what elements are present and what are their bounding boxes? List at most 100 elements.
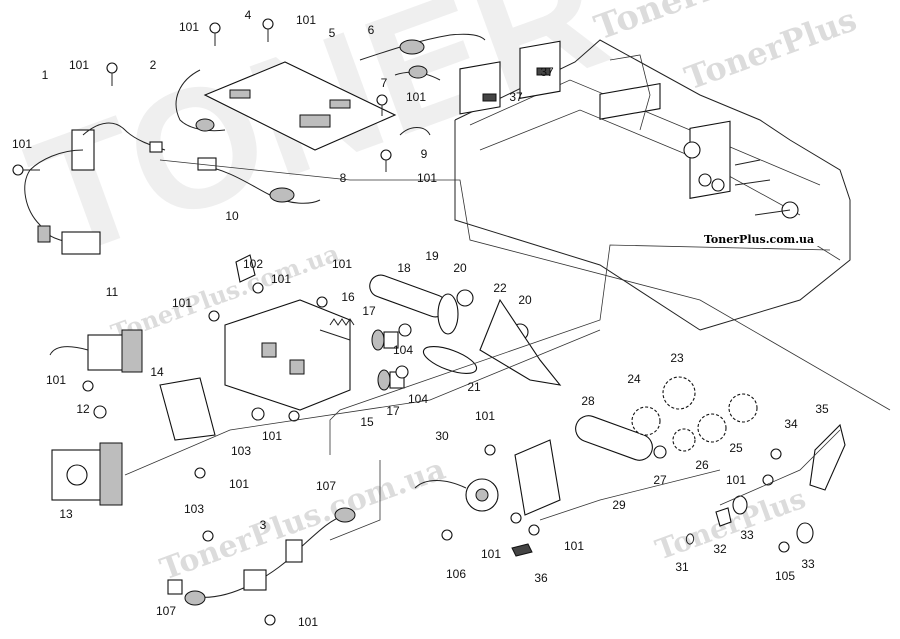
part-9-harness — [399, 127, 431, 136]
callout-c29: 17 — [362, 304, 376, 318]
callout-c1: 101 — [179, 20, 199, 34]
callout-c35: 14 — [150, 365, 164, 379]
callout-c2: 4 — [245, 8, 252, 22]
callout-c15: 8 — [340, 171, 347, 185]
part-12-screw — [93, 405, 107, 419]
part-10-ferrite — [269, 187, 295, 203]
callout-c27: 20 — [518, 293, 532, 307]
callout-c44: 101 — [262, 429, 282, 443]
callout-c6: 2 — [150, 58, 157, 72]
callout-c22: 20 — [453, 261, 467, 275]
screw-101-a — [252, 282, 264, 294]
callout-c34: 101 — [46, 373, 66, 387]
part-102-clip — [235, 254, 256, 283]
screw-101-e — [288, 410, 300, 422]
screw-101-k — [762, 474, 774, 486]
callout-c25: 16 — [341, 290, 355, 304]
callout-c10: 101 — [406, 90, 426, 104]
callout-c26: 22 — [493, 281, 507, 295]
part-104-washer-b — [395, 365, 409, 379]
screw-101-j — [528, 524, 540, 536]
part-29-bracket — [514, 439, 561, 516]
part-33-bushing-b — [796, 522, 814, 544]
callout-c48: 26 — [695, 458, 709, 472]
callout-c38: 28 — [581, 394, 595, 408]
part-8-pcb-board — [203, 61, 397, 151]
screw-101-c — [208, 310, 220, 322]
callout-c54: 13 — [59, 507, 73, 521]
screw-101-h — [484, 444, 496, 456]
watermark-word-right: TonerPlus — [680, 0, 862, 97]
callout-c58: 101 — [481, 547, 501, 561]
part-21-belt — [422, 346, 478, 374]
callout-c56: 33 — [740, 528, 754, 542]
callout-c16: 101 — [417, 171, 437, 185]
callout-c49: 27 — [653, 473, 667, 487]
callout-c64: 33 — [801, 557, 815, 571]
callout-c46: 103 — [231, 444, 251, 458]
callout-c36: 17 — [386, 404, 400, 418]
part-28-timing-belt — [575, 415, 653, 461]
screw-101-f — [194, 467, 206, 479]
callout-c21: 19 — [425, 249, 439, 263]
part-18-timing-belt — [369, 274, 447, 318]
screw-101-i — [510, 512, 522, 524]
callout-c47: 25 — [729, 441, 743, 455]
callout-c62: 106 — [446, 567, 466, 581]
part-15-frame-bracket — [224, 299, 351, 411]
leader-lines — [124, 159, 891, 541]
callout-c24: 11 — [106, 285, 119, 299]
part-17-pulleys — [371, 329, 405, 391]
callout-c67: 101 — [298, 615, 318, 629]
part-19-belt — [437, 293, 459, 335]
callout-c4: 5 — [329, 26, 336, 40]
callout-c19: 101 — [332, 257, 352, 271]
callout-c63: 36 — [534, 571, 548, 585]
watermark-word-bottom-right: TonerPlus — [651, 482, 810, 567]
part-22-belt — [479, 298, 562, 386]
callout-c51: 107 — [316, 479, 336, 493]
callout-c12: 37 — [509, 90, 523, 104]
part-6-harness — [359, 33, 486, 61]
callout-c60: 32 — [713, 542, 727, 556]
callout-c43: 34 — [784, 417, 798, 431]
part-3-harness — [167, 507, 356, 606]
printer-frame-assembly — [454, 39, 851, 331]
callout-c23: 101 — [271, 272, 291, 286]
screw-group-top — [12, 18, 392, 176]
part-27-collar — [653, 445, 667, 459]
part-16-spring — [329, 318, 355, 326]
callout-c42: 35 — [815, 402, 829, 416]
callout-c65: 105 — [775, 569, 795, 583]
site-label: TonerPlus.com.ua — [704, 233, 814, 246]
callout-c41: 101 — [475, 409, 495, 423]
callout-c17: 10 — [225, 209, 239, 223]
callout-c52: 101 — [726, 473, 746, 487]
callout-c53: 29 — [612, 498, 626, 512]
callout-c40: 15 — [360, 415, 374, 429]
callout-c45: 30 — [435, 429, 449, 443]
callout-c13: 101 — [12, 137, 32, 151]
part-30-motor — [414, 478, 499, 512]
callout-c9: 7 — [381, 76, 388, 90]
part-14-bracket — [159, 377, 216, 441]
screw-101-d — [82, 380, 94, 392]
callout-c3: 101 — [296, 13, 316, 27]
callout-c33: 24 — [627, 372, 641, 386]
callout-c14: 9 — [421, 147, 428, 161]
callout-c32: 21 — [467, 380, 481, 394]
part-32-clip — [715, 507, 732, 527]
part-11-motor — [49, 329, 143, 373]
callout-c30: 104 — [393, 343, 413, 357]
part-2-ferrite — [195, 118, 215, 132]
screw-103 — [202, 530, 214, 542]
callout-c66: 107 — [156, 604, 176, 618]
part-37-pad-a — [536, 67, 551, 76]
part-35-lever — [809, 423, 846, 491]
callout-c20: 18 — [397, 261, 411, 275]
callout-c28: 101 — [172, 296, 192, 310]
callout-c37: 104 — [408, 392, 428, 406]
callout-c11: 37 — [540, 65, 554, 79]
